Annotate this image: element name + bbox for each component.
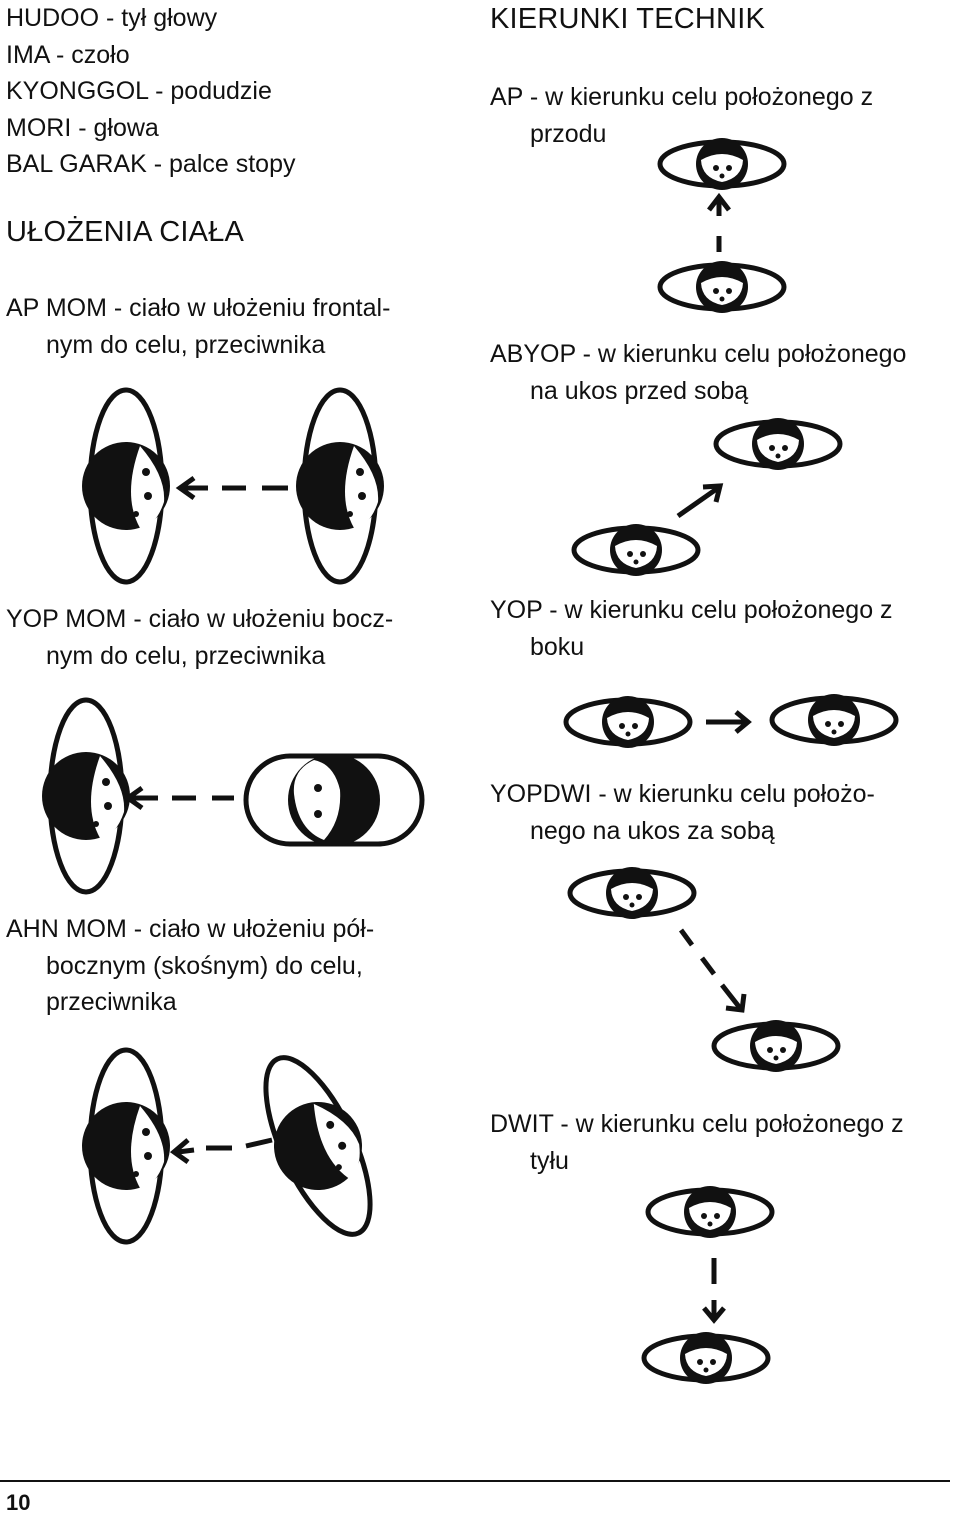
term-bal-garak: BAL GARAK - palce stopy bbox=[6, 150, 296, 178]
terms-list: HUDOO - tył głowy IMA - czoło KYONGGOL -… bbox=[6, 0, 295, 183]
figure-yopdwi-target bbox=[714, 1020, 838, 1072]
figure-ap-mom-target bbox=[82, 390, 170, 582]
figure-yop-mom-base bbox=[246, 754, 422, 846]
ahn-mom-description: AHN MOM - ciało w ułożeniu pół- bocznym … bbox=[6, 915, 375, 1016]
footer-rule bbox=[0, 1480, 950, 1482]
figure-yopdwi-base bbox=[570, 867, 694, 919]
term-kyonggol: KYONGGOL - podudzie bbox=[6, 77, 272, 105]
figure-dwit-base bbox=[648, 1186, 772, 1238]
arrow-ap bbox=[707, 192, 731, 252]
arrow-dwit bbox=[702, 1258, 726, 1324]
term-mori: MORI - głowa bbox=[6, 113, 159, 142]
term-ima: IMA - czoło bbox=[6, 40, 130, 69]
directions-heading: KIERUNKI TECHNIK bbox=[490, 3, 765, 35]
arrow-ahn-mom bbox=[169, 1137, 273, 1165]
arrow-yop bbox=[706, 710, 752, 734]
arrow-ap-mom bbox=[175, 475, 288, 501]
figure-yop-mom-target bbox=[42, 700, 130, 892]
term-hudoo: HUDOO - tył głowy bbox=[6, 4, 218, 32]
yopdwi-direction-description: YOPDWI - w kierunku celu położo- nego na… bbox=[490, 780, 875, 845]
dwit-direction-description: DWIT - w kierunku celu położonego z tyłu bbox=[490, 1110, 904, 1175]
figure-yop-base bbox=[566, 696, 690, 748]
arrow-yopdwi bbox=[678, 928, 747, 1013]
ap-direction-description: AP - w kierunku celu położonego z przodu bbox=[490, 83, 874, 148]
page-number: 10 bbox=[6, 1490, 31, 1515]
yop-mom-description: YOP MOM - ciało w ułożeniu bocz- nym do … bbox=[6, 605, 394, 670]
arrow-yop-mom bbox=[123, 785, 234, 811]
figure-ap-mom-base bbox=[296, 390, 384, 582]
arrow-abyop bbox=[676, 483, 724, 519]
figure-ahn-mom-base bbox=[238, 1040, 399, 1251]
figure-ap-base bbox=[660, 261, 784, 313]
figure-abyop-target bbox=[716, 418, 840, 470]
abyop-direction-description: ABYOP - w kierunku celu położonego na uk… bbox=[490, 340, 907, 405]
figure-yop-target bbox=[772, 694, 896, 746]
ap-mom-description: AP MOM - ciało w ułożeniu frontal- nym d… bbox=[6, 294, 391, 359]
figure-abyop-base bbox=[574, 524, 698, 576]
figure-ahn-mom-target bbox=[82, 1050, 170, 1242]
figure-ap-target bbox=[660, 138, 784, 190]
body-positions-heading: UŁOŻENIA CIAŁA bbox=[6, 216, 245, 248]
figure-dwit-target bbox=[644, 1332, 768, 1384]
yop-direction-description: YOP - w kierunku celu położonego z boku bbox=[490, 596, 893, 661]
